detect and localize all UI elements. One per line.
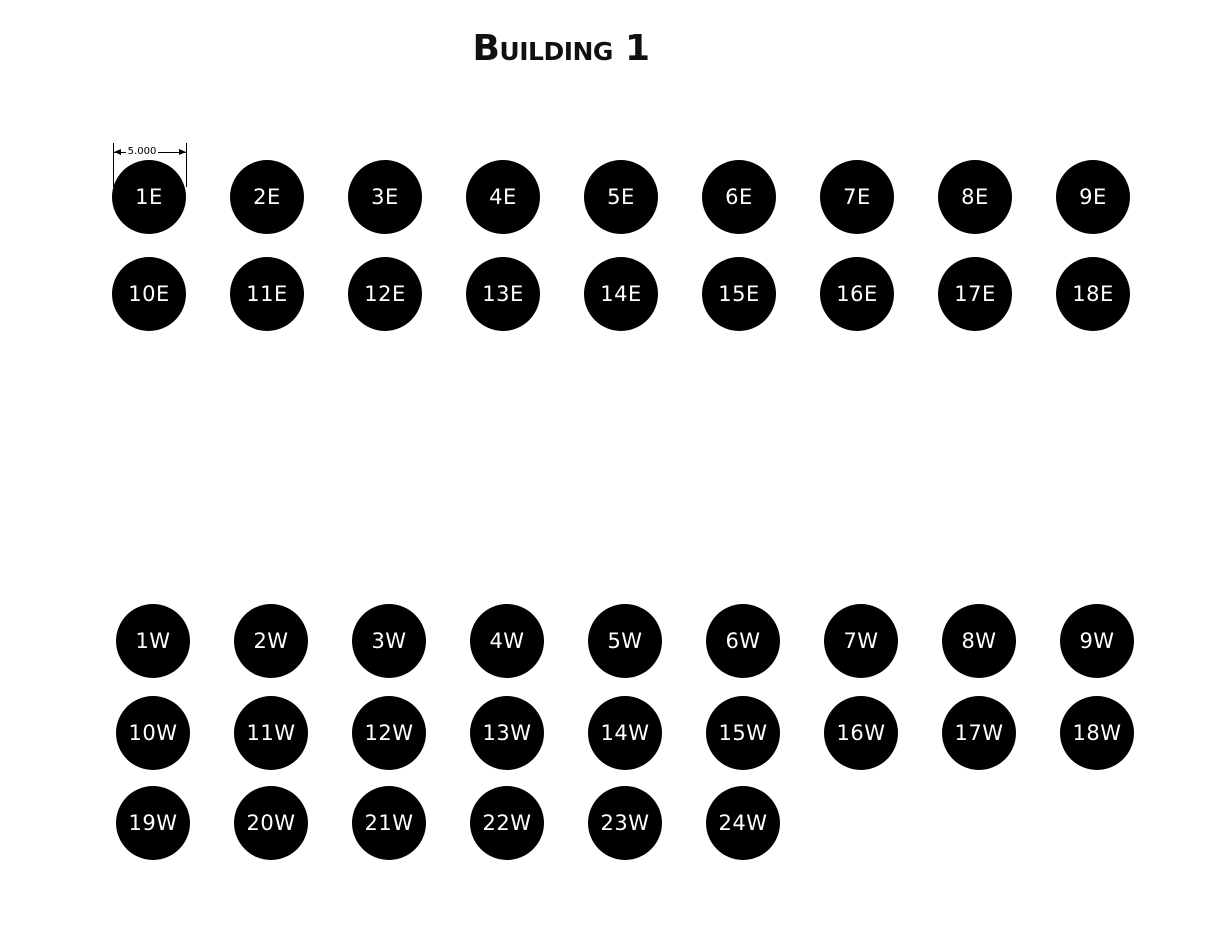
tag-circle: 10W <box>116 696 190 770</box>
tag-circle: 2W <box>234 604 308 678</box>
tag-circle: 1W <box>116 604 190 678</box>
tag-circle: 24W <box>706 786 780 860</box>
tag-circle: 13W <box>470 696 544 770</box>
tag-circle: 10E <box>112 257 186 331</box>
dimension-arrow-right-icon <box>179 149 186 155</box>
tag-circle: 7W <box>824 604 898 678</box>
tag-circle: 4E <box>466 160 540 234</box>
tag-circle: 15W <box>706 696 780 770</box>
tag-circle: 11E <box>230 257 304 331</box>
tag-circle: 9E <box>1056 160 1130 234</box>
tag-circle: 5E <box>584 160 658 234</box>
tag-circle: 20W <box>234 786 308 860</box>
tag-circle: 11W <box>234 696 308 770</box>
diameter-dimension: 5.000 <box>112 143 188 188</box>
tag-circle: 23W <box>588 786 662 860</box>
dimension-extension-right <box>186 143 187 187</box>
tag-circle: 22W <box>470 786 544 860</box>
tag-circle: 13E <box>466 257 540 331</box>
dimension-arrow-left-icon <box>114 149 121 155</box>
tag-circle: 16E <box>820 257 894 331</box>
tag-circle: 17W <box>942 696 1016 770</box>
dimension-label: 5.000 <box>126 145 158 159</box>
tag-circle: 19W <box>116 786 190 860</box>
tag-circle: 9W <box>1060 604 1134 678</box>
tag-circle: 17E <box>938 257 1012 331</box>
tag-circle: 6E <box>702 160 776 234</box>
dimension-extension-left <box>113 143 114 187</box>
tag-circle: 15E <box>702 257 776 331</box>
tag-circle: 6W <box>706 604 780 678</box>
tag-circle: 2E <box>230 160 304 234</box>
tag-circle: 12W <box>352 696 426 770</box>
tag-circle: 18W <box>1060 696 1134 770</box>
page-title: Building 1 <box>472 28 650 69</box>
tag-circle: 18E <box>1056 257 1130 331</box>
tag-circle: 14E <box>584 257 658 331</box>
tag-circle: 16W <box>824 696 898 770</box>
tag-circle: 3W <box>352 604 426 678</box>
tag-circle: 1E <box>112 160 186 234</box>
tag-circle: 4W <box>470 604 544 678</box>
tag-circle: 8E <box>938 160 1012 234</box>
tag-circle: 8W <box>942 604 1016 678</box>
tag-circle: 14W <box>588 696 662 770</box>
tag-circle: 3E <box>348 160 422 234</box>
tag-circle: 7E <box>820 160 894 234</box>
tag-circle: 12E <box>348 257 422 331</box>
tag-circle: 5W <box>588 604 662 678</box>
tag-circle: 21W <box>352 786 426 860</box>
